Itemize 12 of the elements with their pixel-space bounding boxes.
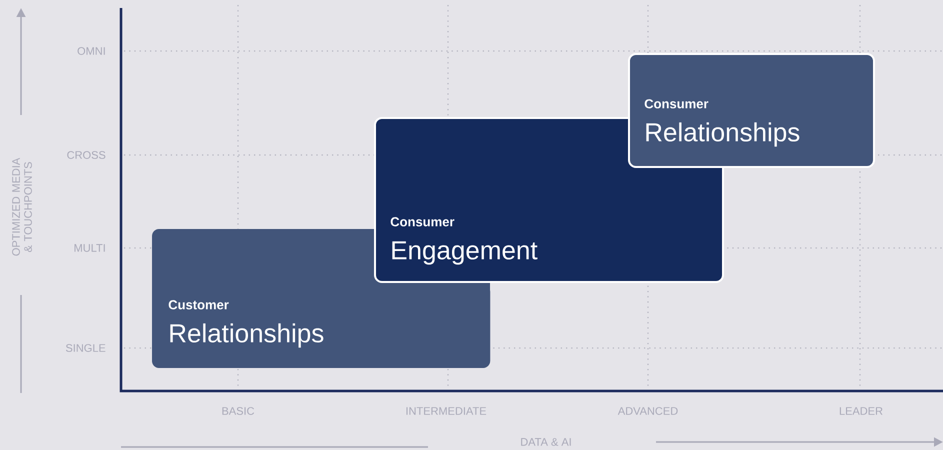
tick-label: OMNI: [78, 47, 105, 55]
tick-label: SINGLE: [66, 344, 106, 352]
axis-title: OPTIMIZED MEDIA & TOUCHPOINTS: [12, 158, 32, 256]
node-text: Customer Relationships: [168, 300, 324, 348]
tick-label: MULTI: [74, 244, 105, 252]
tick-label: INTERMEDIATE: [406, 407, 486, 415]
tick-label: BASIC: [222, 407, 254, 415]
tick-label: ADVANCED: [618, 407, 678, 415]
text-box: Consumer Relationships: [628, 53, 875, 168]
tick-label: LEADER: [840, 407, 882, 415]
tick-label: CROSS: [67, 151, 106, 159]
axis-title: DATA & AI: [521, 438, 571, 446]
